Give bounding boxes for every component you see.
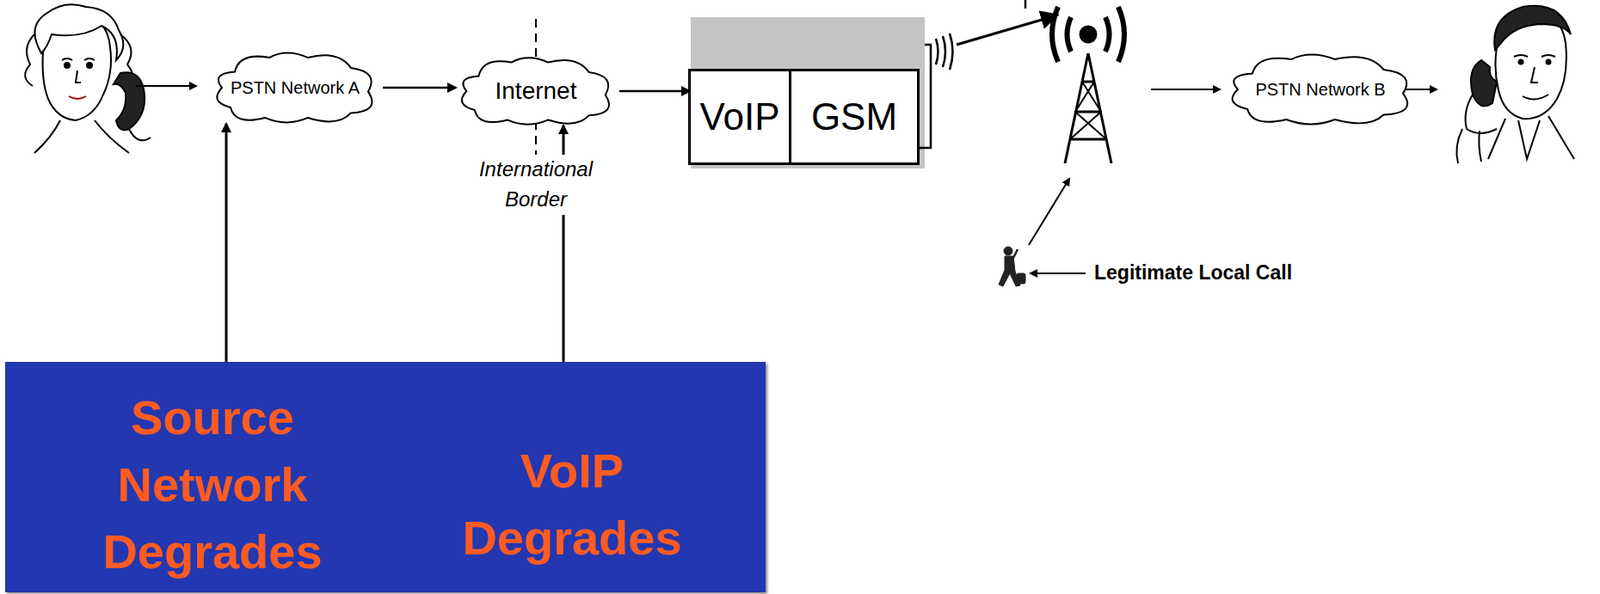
gateway-cell: VoIP bbox=[688, 68, 792, 166]
man-receiver bbox=[1456, 6, 1575, 164]
note-text: Source Network Degrades bbox=[74, 384, 351, 586]
flow-arrow bbox=[382, 86, 456, 90]
node-text: PSTN Network B bbox=[1236, 80, 1404, 100]
note-text: VoIP Degrades bbox=[434, 437, 710, 573]
network-cloud: Internet bbox=[454, 53, 618, 130]
node-text: PSTN Network A bbox=[211, 78, 379, 99]
callout-label: Legitimate Local Call bbox=[1094, 261, 1293, 285]
traveller bbox=[998, 246, 1026, 287]
flow-arrow bbox=[619, 90, 690, 93]
gateway-antenna bbox=[918, 0, 1057, 148]
node-text: Internet bbox=[476, 77, 597, 105]
network-cloud: PSTN Network B bbox=[1223, 49, 1418, 130]
network-cloud: PSTN Network A bbox=[209, 48, 382, 128]
tower-arrow bbox=[1150, 88, 1220, 91]
call-arrow bbox=[1028, 178, 1070, 246]
radio-tower bbox=[1052, 6, 1125, 164]
annotation-band: Source Network Degrades VoIP Degrades bbox=[5, 362, 766, 593]
gateway-cell: GSM bbox=[788, 68, 920, 166]
call-arrow bbox=[135, 85, 197, 87]
leader-arrow bbox=[1030, 272, 1086, 275]
flow-arrow bbox=[225, 123, 228, 363]
node-text: GSM bbox=[811, 95, 898, 139]
node-text: VoIP bbox=[700, 95, 781, 139]
border-label: International Border bbox=[458, 154, 614, 216]
woman-caller bbox=[24, 4, 151, 154]
